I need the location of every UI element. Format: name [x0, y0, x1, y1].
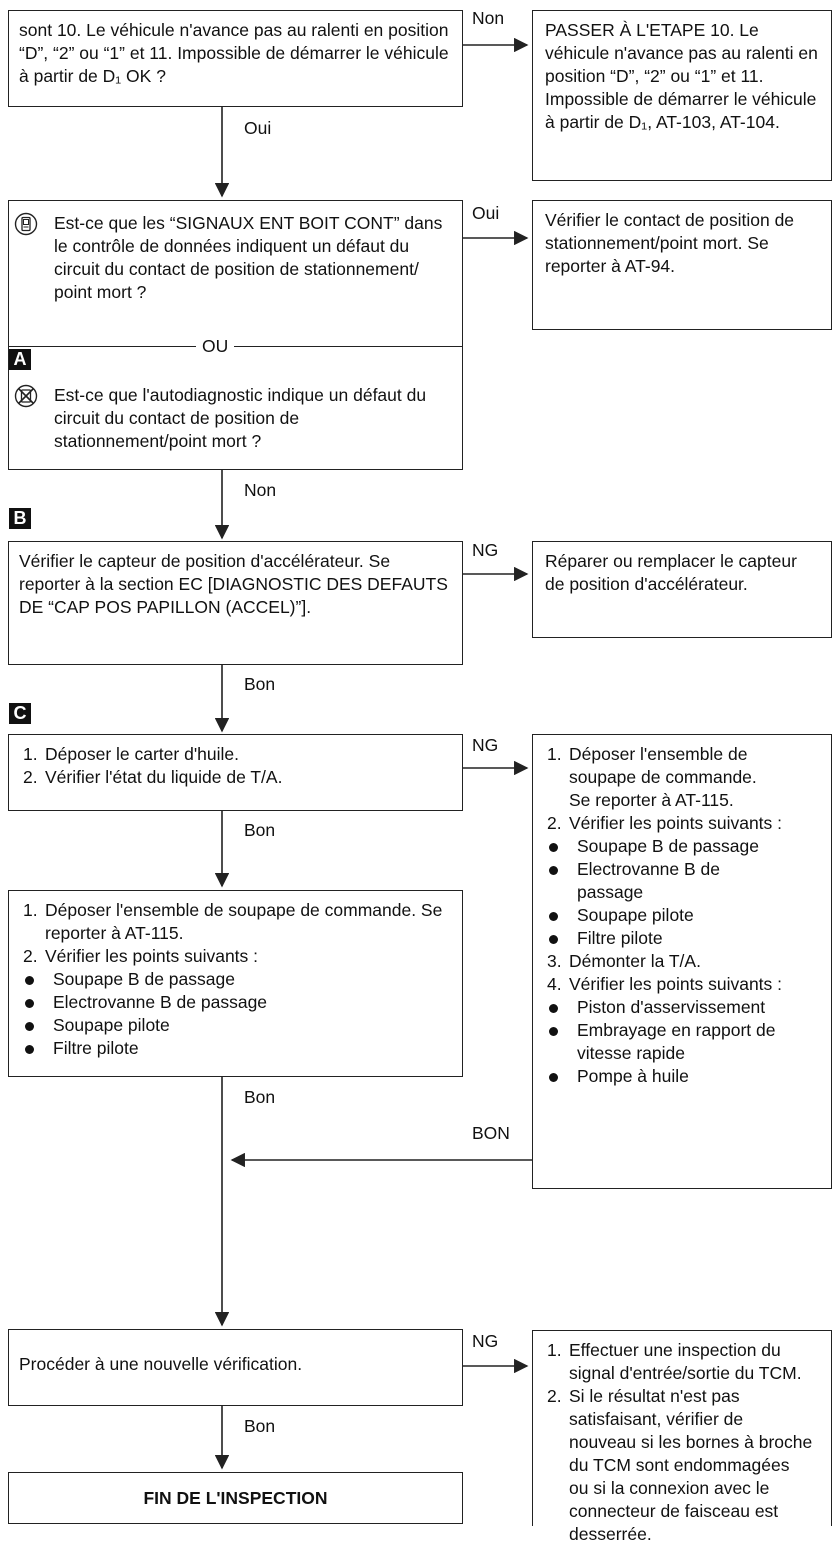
step5-box: 1.Déposer l'ensemble de soupape de comma…: [8, 890, 463, 1077]
side-bullet-6: Embrayage en rapport de vitesse rapide: [547, 1019, 823, 1065]
step3-ng-action-box: Réparer ou remplacer le capteur de posit…: [532, 541, 832, 638]
end-box: FIN DE L'INSPECTION: [8, 1472, 463, 1524]
side-bullet-2: Electrovanne B de passage: [547, 858, 823, 904]
or-label: OU: [196, 336, 235, 356]
side-item-4: 4.Vérifier les points suivants :: [547, 974, 783, 994]
end-text: FIN DE L'INSPECTION: [143, 1487, 328, 1508]
side-action-box: 1.Déposer l'ensemble de soupape de comma…: [532, 734, 832, 1189]
side-bullet-3: Soupape pilote: [547, 904, 823, 927]
step3-box: Vérifier le capteur de position d'accélé…: [8, 541, 463, 665]
badge-b: B: [9, 508, 31, 529]
step6-ng-action: 1.Effectuer une inspection du signal d'e…: [532, 1330, 832, 1544]
side-bullet-5: Piston d'asservissement: [547, 996, 823, 1019]
side-item-1: 1.Déposer l'ensemble de soupape de comma…: [547, 744, 757, 810]
step6-ok-label: Bon: [244, 1416, 276, 1436]
self-diagnosis-icon: [14, 384, 38, 408]
step2-no-label: Non: [244, 480, 277, 500]
step1-yes-label: Oui: [244, 118, 272, 138]
step5-item-2: 2.Vérifier les points suivants :: [23, 946, 259, 966]
step1-no-action-box: PASSER À L'ETAPE 10. Le véhicule n'avanc…: [532, 10, 832, 181]
step6-ng-item-1: 1.Effectuer une inspection du signal d'e…: [547, 1340, 802, 1383]
step2-question-b: Est-ce que l'autodiagnostic indique un d…: [54, 385, 427, 451]
step1-question: sont 10. Le véhicule n'avance pas au ral…: [19, 20, 449, 86]
step4-box: 1.Déposer le carter d'huile. 2.Vérifier …: [8, 734, 463, 811]
step5-bullet-4: Filtre pilote: [23, 1037, 452, 1060]
step3-text: Vérifier le capteur de position d'accélé…: [19, 551, 448, 617]
step3-ng-label: NG: [472, 540, 499, 560]
side-bullet-1: Soupape B de passage: [547, 835, 823, 858]
side-bullet-7: Pompe à huile: [547, 1065, 823, 1088]
step4-item-2: 2.Vérifier l'état du liquide de T/A.: [23, 767, 283, 787]
step2-yes-action-box: Vérifier le contact de position de stati…: [532, 200, 832, 330]
badge-a: A: [9, 349, 31, 370]
step3-ok-label: Bon: [244, 674, 276, 694]
step3-ng-action: Réparer ou remplacer le capteur de posit…: [545, 551, 797, 594]
step4-ok-label: Bon: [244, 820, 276, 840]
step2-yes-action: Vérifier le contact de position de stati…: [545, 210, 795, 276]
step2-question-a: Est-ce que les “SIGNAUX ENT BOIT CONT” d…: [54, 213, 443, 302]
step5-bullet-1: Soupape B de passage: [23, 968, 452, 991]
step4-item-1: 1.Déposer le carter d'huile.: [23, 744, 239, 764]
step5-bullet-3: Soupape pilote: [23, 1014, 452, 1037]
step6-ng-label: NG: [472, 1331, 499, 1351]
step6-box: Procéder à une nouvelle vérification.: [8, 1329, 463, 1406]
side-return-label: BON: [472, 1123, 510, 1143]
side-item-2: 2.Vérifier les points suivants :: [547, 813, 783, 833]
side-bullet-4: Filtre pilote: [547, 927, 823, 950]
step1-no-action: PASSER À L'ETAPE 10. Le véhicule n'avanc…: [545, 20, 818, 132]
step5-bullet-2: Electrovanne B de passage: [23, 991, 452, 1014]
consult-monitor-icon: [14, 212, 38, 236]
badge-c: C: [9, 703, 31, 724]
step6-ng-item-2: 2.Si le résultat n'est pas satisfaisant,…: [547, 1386, 813, 1544]
step6-text: Procéder à une nouvelle vérification.: [19, 1354, 303, 1374]
step1-no-label: Non: [472, 8, 505, 28]
step2-question-box: [8, 200, 463, 470]
side-item-3: 3.Démonter la T/A.: [547, 951, 701, 971]
or-divider-line: [8, 346, 463, 347]
step1-question-box: sont 10. Le véhicule n'avance pas au ral…: [8, 10, 463, 107]
step5-ok-label: Bon: [244, 1087, 276, 1107]
step4-ng-label: NG: [472, 735, 499, 755]
step5-item-1: 1.Déposer l'ensemble de soupape de comma…: [23, 900, 443, 943]
step2-yes-label: Oui: [472, 203, 500, 223]
